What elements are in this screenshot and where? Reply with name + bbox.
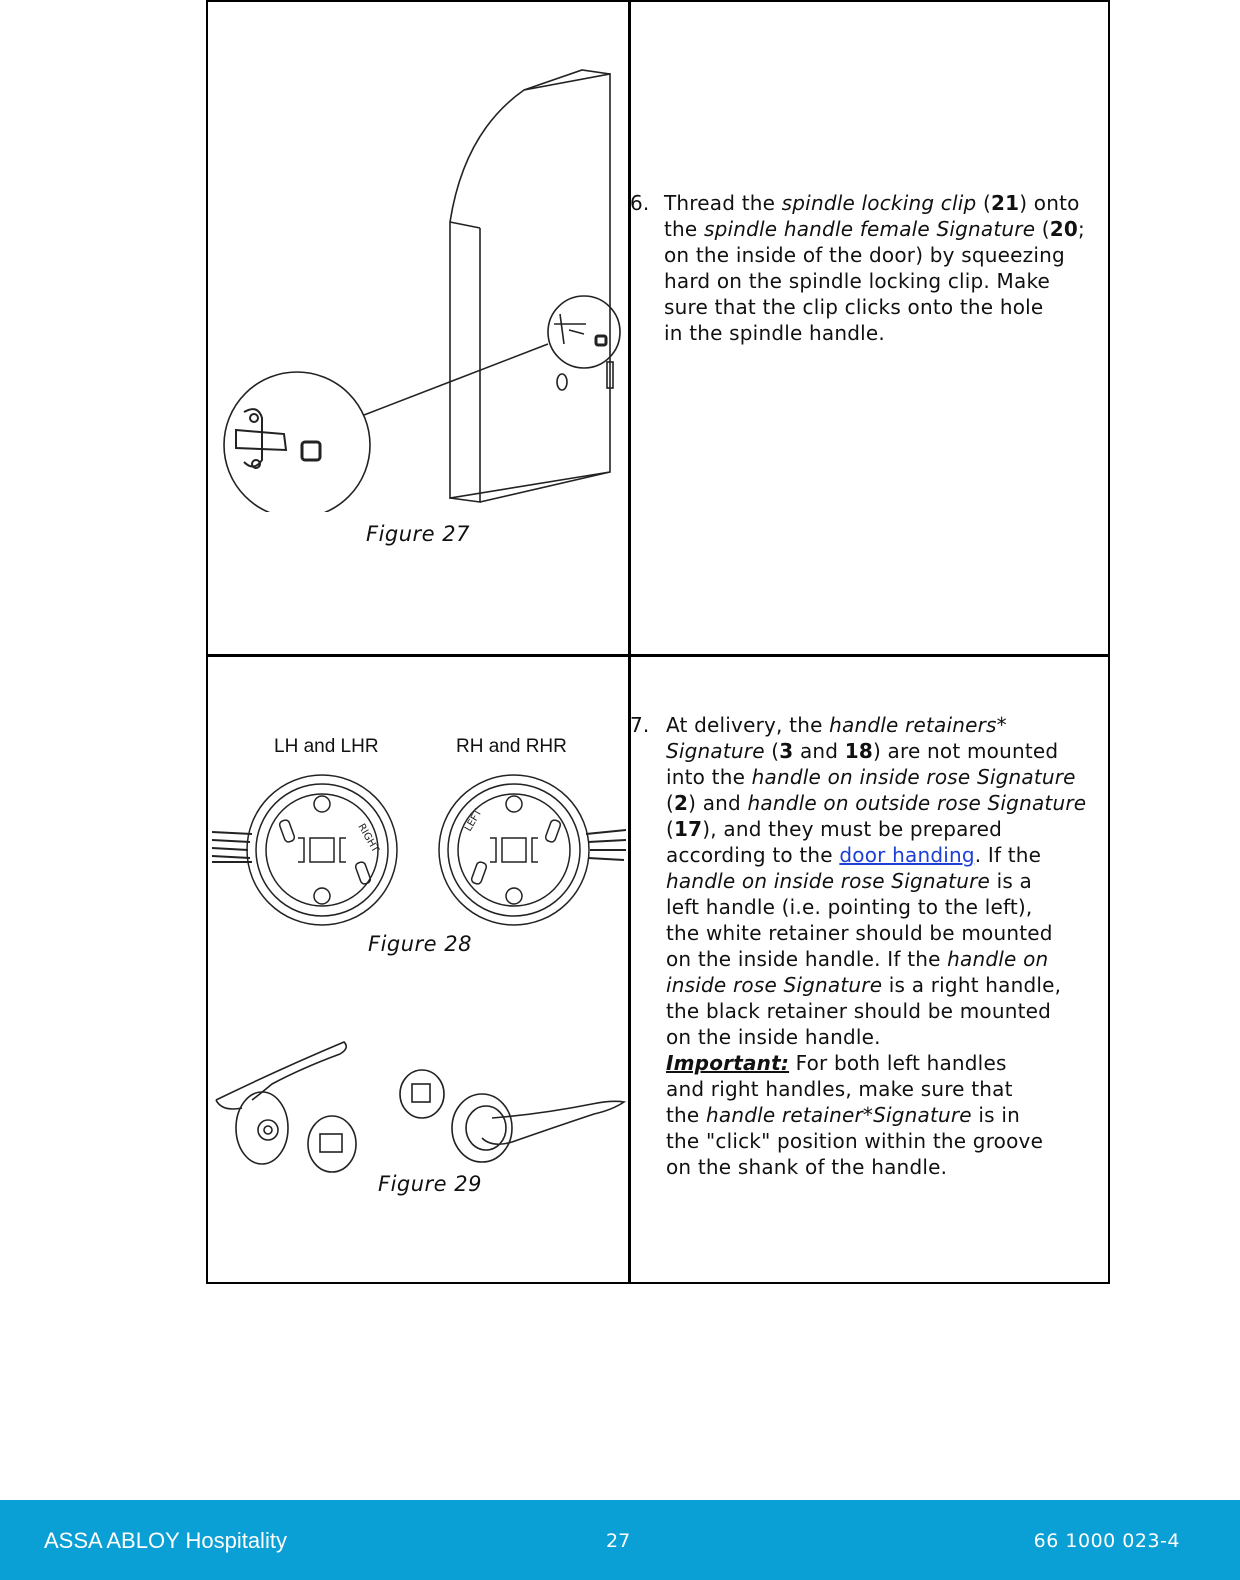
step-6-line: the spindle handle female Signature (20; bbox=[664, 217, 1085, 241]
column-divider bbox=[628, 2, 631, 1282]
italic-term: handle on inside rose Signature bbox=[666, 869, 991, 893]
step-7-line: on the inside handle. bbox=[666, 1025, 881, 1049]
step-6-line: Thread the spindle locking clip (21) ont… bbox=[664, 191, 1080, 215]
step-6-line: sure that the clip clicks onto the hole bbox=[664, 295, 1044, 319]
step-6-line: in the spindle handle. bbox=[664, 321, 885, 345]
step-7-line: the "click" position within the groove bbox=[666, 1129, 1044, 1153]
step-7-line: on the inside handle. If the handle on bbox=[666, 947, 1049, 971]
step-7-line: (2) and handle on outside rose Signature bbox=[666, 791, 1087, 815]
step-7-number: 7. bbox=[630, 713, 650, 737]
important-label: Important: bbox=[666, 1051, 790, 1075]
italic-term: handle on bbox=[947, 947, 1049, 971]
part-number: 18 bbox=[844, 739, 873, 763]
page-number: 27 bbox=[606, 1530, 631, 1552]
step-7-line: handle on inside rose Signature is a bbox=[666, 869, 1032, 893]
part-number: 3 bbox=[779, 739, 794, 763]
figure-27-illustration bbox=[223, 69, 621, 512]
figure-28-label-left: LH and LHR bbox=[274, 736, 379, 757]
figure-28-illustration: RIGHT LEFT bbox=[212, 774, 626, 926]
part-number: 20 bbox=[1049, 217, 1078, 241]
step-7-line: according to the door handing. If the bbox=[666, 843, 1042, 867]
italic-term: handle retainers* bbox=[829, 713, 1007, 737]
italic-term: spindle locking clip bbox=[781, 191, 977, 215]
step-7-line: the handle retainer*Signature is in bbox=[666, 1103, 1020, 1127]
figure-28-caption: Figure 28 bbox=[368, 932, 473, 956]
step-7-line: and right handles, make sure that bbox=[666, 1077, 1013, 1101]
italic-term: handle on inside rose Signature bbox=[751, 765, 1076, 789]
italic-term: inside rose Signature bbox=[666, 973, 883, 997]
part-number: 17 bbox=[674, 817, 703, 841]
step-6-line: hard on the spindle locking clip. Make bbox=[664, 269, 1051, 293]
instruction-table: Figure 27 6. Thread the spindle locking … bbox=[206, 0, 1110, 1284]
figure-28-label-right: RH and RHR bbox=[456, 736, 567, 757]
step-7-line: the black retainer should be mounted bbox=[666, 999, 1052, 1023]
italic-term: Signature bbox=[666, 739, 765, 763]
step-6-line: on the inside of the door) by squeezing bbox=[664, 243, 1065, 267]
part-number: 21 bbox=[990, 191, 1020, 215]
row-divider bbox=[208, 654, 1108, 657]
italic-term: handle on outside rose Signature bbox=[747, 791, 1087, 815]
document-number: 66 1000 023-4 bbox=[1033, 1530, 1180, 1552]
step-7-line: on the shank of the handle. bbox=[666, 1155, 948, 1179]
step-6-number: 6. bbox=[630, 191, 650, 215]
step-7-line: Signature (3 and 18) are not mounted bbox=[666, 739, 1059, 763]
step-7-line: Important: For both left handles bbox=[666, 1051, 1007, 1075]
step-7-text: At delivery, the handle retainers*Signat… bbox=[666, 712, 1106, 1180]
figure-27-caption: Figure 27 bbox=[366, 522, 471, 546]
italic-term: handle retainer*Signature bbox=[705, 1103, 972, 1127]
figure-29-illustration bbox=[215, 1041, 626, 1173]
step-7-line: into the handle on inside rose Signature bbox=[666, 765, 1076, 789]
step-6-text: Thread the spindle locking clip (21) ont… bbox=[664, 190, 1104, 346]
figure-29-caption: Figure 29 bbox=[378, 1172, 483, 1196]
step-7-line: inside rose Signature is a right handle, bbox=[666, 973, 1062, 997]
step-7-line: left handle (i.e. pointing to the left), bbox=[666, 895, 1033, 919]
page-footer: ASSA ABLOY Hospitality 27 66 1000 023-4 bbox=[0, 1500, 1240, 1580]
italic-term: spindle handle female Signature bbox=[703, 217, 1036, 241]
step-7-line: the white retainer should be mounted bbox=[666, 921, 1053, 945]
door-handing-link[interactable]: door handing bbox=[839, 843, 975, 867]
step-7-line: (17), and they must be prepared bbox=[666, 817, 1003, 841]
step-7-line: At delivery, the handle retainers* bbox=[666, 713, 1007, 737]
part-number: 2 bbox=[674, 791, 689, 815]
footer-brand: ASSA ABLOY Hospitality bbox=[44, 1528, 287, 1553]
